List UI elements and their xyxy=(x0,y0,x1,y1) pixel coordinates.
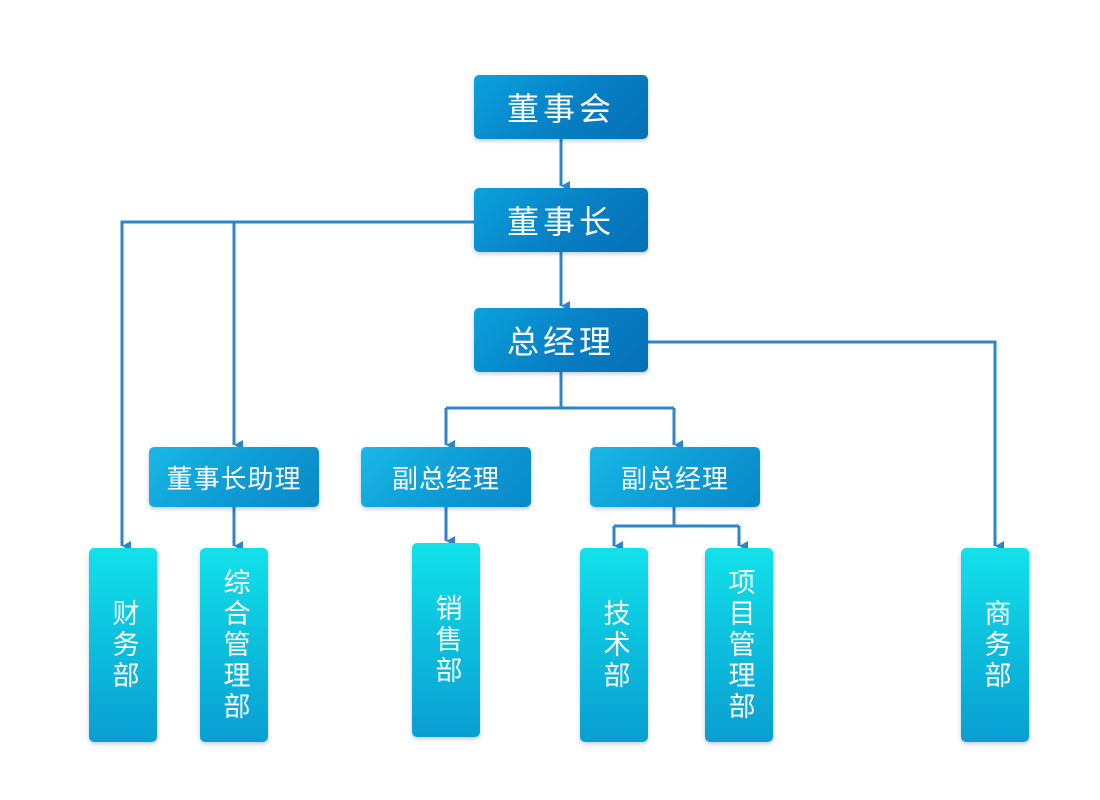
vice-gm-node-1: 副总经理 xyxy=(361,447,531,507)
connector-chairman-finance xyxy=(120,220,474,551)
vice-gm-label-1: 副总经理 xyxy=(391,464,500,495)
tech-dept-label: 技术部 xyxy=(598,598,630,692)
vice-gm-label-2: 副总经理 xyxy=(620,464,729,495)
business-dept-node: 商务部 xyxy=(961,548,1029,742)
board-node: 董事会 xyxy=(474,75,648,139)
chairman-label: 董事长 xyxy=(506,203,615,241)
admin-dept-label: 综合管理部 xyxy=(218,567,250,723)
sales-dept-node: 销售部 xyxy=(412,543,480,737)
general-manager-node: 总经理 xyxy=(474,308,648,372)
tech-dept-node: 技术部 xyxy=(580,548,648,742)
chairman-assistant-node: 董事长助理 xyxy=(149,447,319,507)
finance-dept-label: 财务部 xyxy=(107,598,139,692)
board-label: 董事会 xyxy=(506,90,615,128)
chairman-assistant-label: 董事长助理 xyxy=(166,464,302,495)
chairman-node: 董事长 xyxy=(474,188,648,252)
business-dept-label: 商务部 xyxy=(979,598,1011,692)
finance-dept-node: 财务部 xyxy=(89,548,157,742)
project-dept-node: 项目管理部 xyxy=(705,548,773,742)
general-manager-label: 总经理 xyxy=(506,323,615,361)
vice-gm-node-2: 副总经理 xyxy=(590,447,760,507)
sales-dept-label: 销售部 xyxy=(430,593,462,687)
admin-dept-node: 综合管理部 xyxy=(200,548,268,742)
connector-gm-business xyxy=(648,340,1004,551)
project-dept-label: 项目管理部 xyxy=(723,567,755,723)
